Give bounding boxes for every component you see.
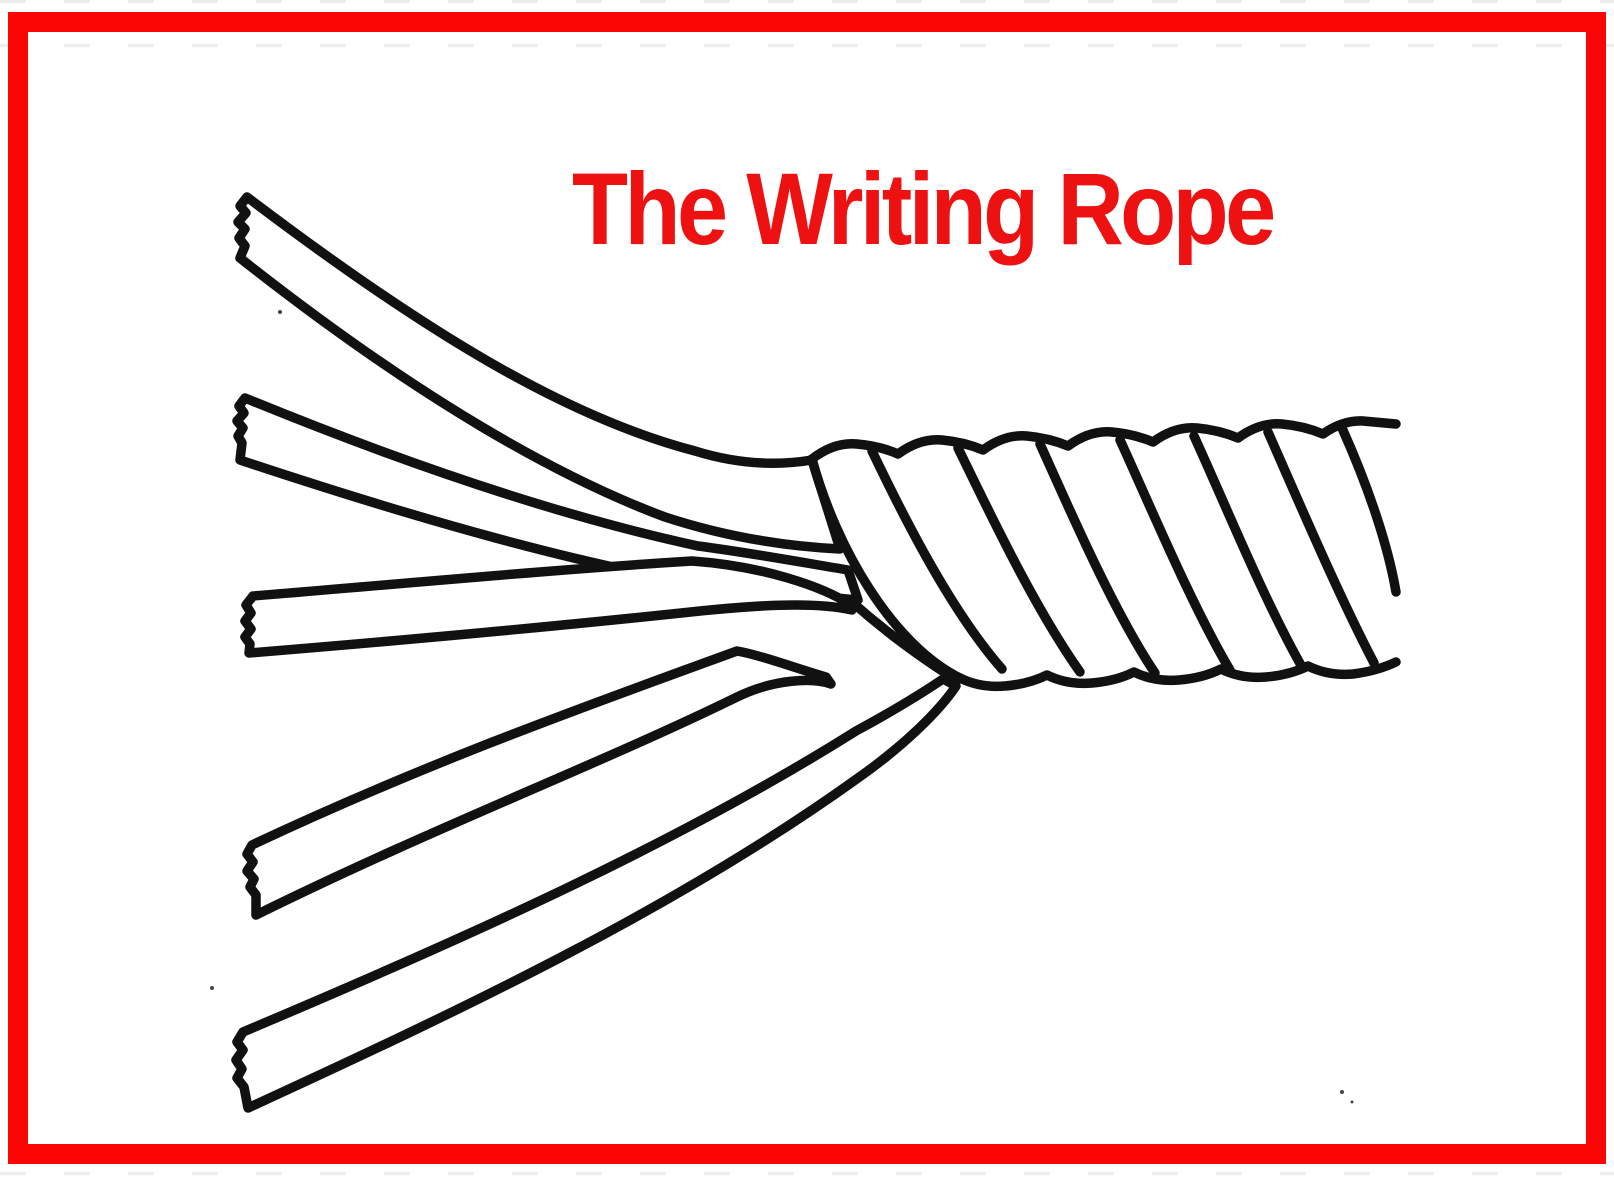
scan-artifact-line xyxy=(0,1172,1614,1175)
rope-bottom-edge xyxy=(955,657,1401,692)
loose-strand-5 xyxy=(231,674,961,1113)
loose-strand-3 xyxy=(240,556,857,658)
twist-line xyxy=(1337,423,1401,597)
twist-line xyxy=(953,443,1085,677)
loose-strand-4 xyxy=(242,646,836,920)
rope-top-edge xyxy=(807,416,1401,464)
rope-twist-lines xyxy=(867,423,1401,678)
scan-artifact-line xyxy=(0,0,1614,3)
twist-line xyxy=(1189,431,1307,672)
twist-line xyxy=(1035,439,1160,678)
twist-line xyxy=(1263,427,1379,668)
twist-line xyxy=(1115,435,1235,675)
scan-artifact-line xyxy=(0,44,1614,47)
loose-strand-1 xyxy=(233,192,845,554)
page-title: The Writing Rope xyxy=(572,152,1276,266)
twist-line xyxy=(867,446,1007,674)
junction-tuck-line xyxy=(847,597,955,681)
scan-specks xyxy=(210,310,1354,1104)
